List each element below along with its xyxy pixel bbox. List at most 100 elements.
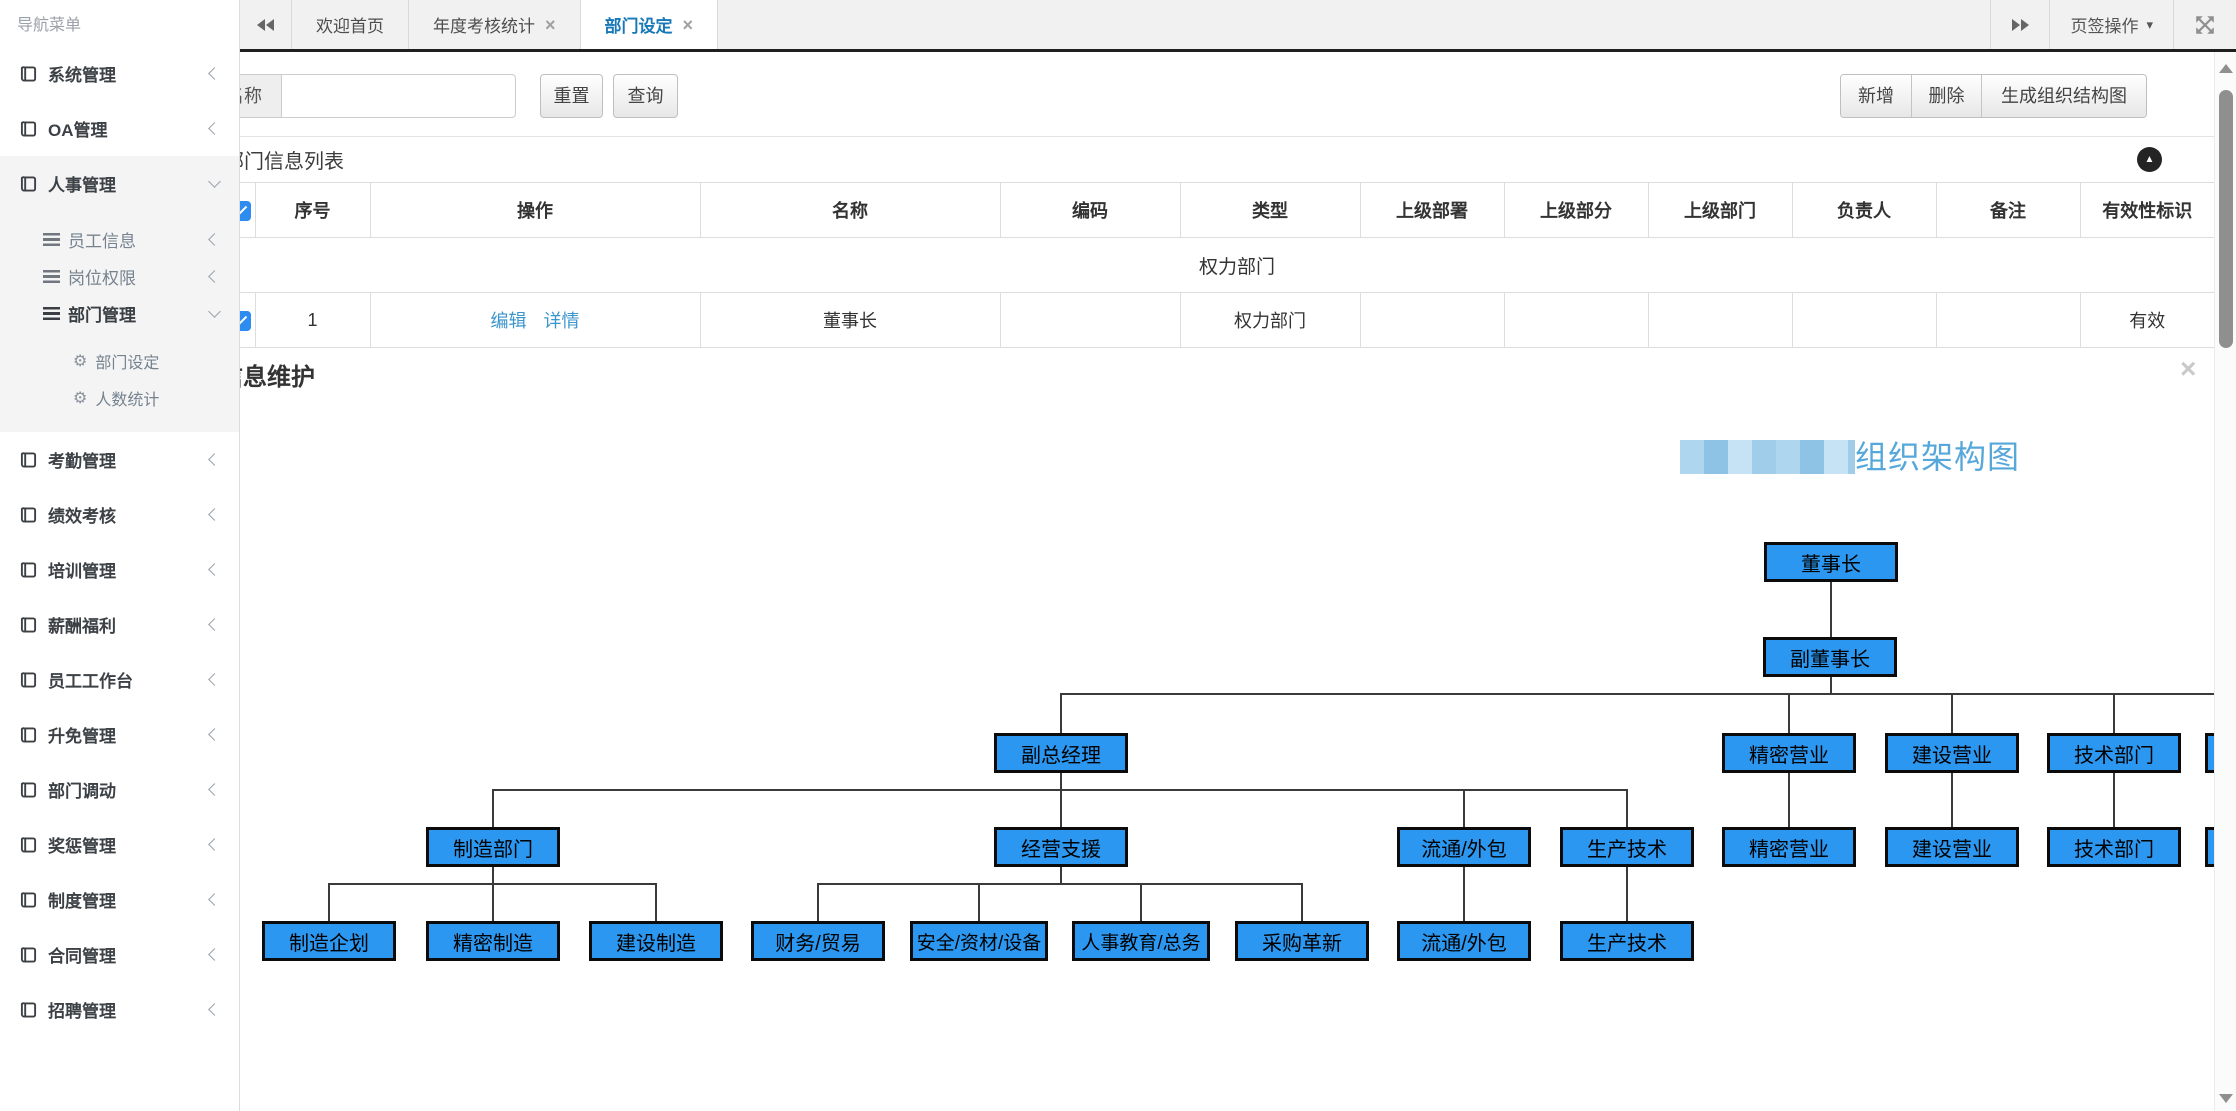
tabs-scroll-left-button[interactable] — [240, 0, 292, 49]
sidebar-item-label: 培训管理 — [48, 562, 116, 581]
delete-button[interactable]: 删除 — [1911, 75, 1981, 117]
scrollbar-down-arrow[interactable] — [2219, 1094, 2233, 1103]
generate-org-chart-button[interactable]: 生成组织结构图 — [1981, 75, 2146, 117]
org-node-hr-education-general: 人事教育/总务 — [1072, 921, 1210, 961]
org-connector — [1788, 773, 1790, 827]
column-header-name: 名称 — [699, 182, 1000, 238]
sidebar-item-label: 考勤管理 — [48, 452, 116, 471]
chevron-left-icon — [208, 233, 221, 246]
sidebar-item-label: 员工信息 — [68, 232, 136, 251]
sidebar-item-post-permission[interactable]: 岗位权限 — [0, 258, 239, 295]
gears-icon: ⚙ — [73, 389, 88, 407]
sidebar-item-employee-info[interactable]: 员工信息 — [0, 221, 239, 258]
collapse-panel-button[interactable]: ▲ — [2137, 147, 2162, 172]
org-node-production-tech-l4: 生产技术 — [1560, 827, 1694, 867]
sidebar-item-oa-mgmt[interactable]: OA管理 — [0, 101, 239, 156]
org-node-precision-sales-l4: 精密营业 — [1722, 827, 1856, 867]
sidebar-item-employee-workbench[interactable]: 员工工作台 — [0, 652, 239, 707]
org-connector — [1951, 693, 1953, 733]
detail-link[interactable]: 详情 — [543, 311, 580, 331]
main-content: 名称 重置 查询 新增 删除 生成组织结构图 部门信息列表 ▲ — [155, 52, 2214, 1111]
sidebar-item-label: 人数统计 — [95, 391, 160, 409]
tab-close-icon[interactable]: × — [682, 14, 694, 35]
org-node-business-support: 经营支援 — [994, 827, 1128, 867]
org-connector — [1788, 693, 1790, 733]
sidebar-item-dept-mgmt[interactable]: 部门管理 — [0, 295, 239, 332]
chevron-left-icon — [208, 728, 221, 741]
column-header-sup-dept1: 上级部署 — [1359, 182, 1504, 238]
org-connector — [1951, 773, 1953, 827]
cell-sup-dept2 — [1503, 292, 1648, 348]
org-node-chairman: 董事长 — [1764, 542, 1898, 582]
cell-type: 权力部门 — [1179, 292, 1360, 348]
tab-close-icon[interactable]: × — [545, 14, 556, 35]
table-group-row: 权力部门 — [155, 237, 2214, 293]
gears-icon: ⚙ — [73, 352, 88, 370]
edit-link[interactable]: 编辑 — [490, 311, 527, 331]
sidebar-item-recruitment-mgmt[interactable]: 招聘管理 — [0, 982, 239, 1037]
scrollbar-thumb[interactable] — [2219, 90, 2233, 348]
sidebar-item-policy-mgmt[interactable]: 制度管理 — [0, 872, 239, 927]
column-header-owner: 负责人 — [1791, 182, 1936, 238]
book-icon — [20, 946, 37, 964]
sidebar-item-system-mgmt[interactable]: 系统管理 — [0, 46, 239, 101]
sidebar-item-attendance-mgmt[interactable]: 考勤管理 — [0, 432, 239, 487]
chevron-down-icon — [208, 305, 221, 318]
book-icon — [20, 506, 37, 524]
sidebar-item-salary-welfare[interactable]: 薪酬福利 — [0, 597, 239, 652]
chevron-left-icon — [208, 563, 221, 576]
caret-down-icon: ▾ — [2146, 16, 2153, 32]
scrollbar-up-arrow[interactable] — [2219, 64, 2233, 73]
sidebar-item-headcount-stats[interactable]: ⚙ 人数统计 — [0, 379, 239, 416]
org-connector — [1060, 693, 2214, 695]
org-node-tech-dept-l3: 技术部门 — [2047, 733, 2181, 773]
org-connector — [1301, 883, 1303, 921]
vertical-scrollbar[interactable] — [2214, 52, 2236, 1111]
sidebar-item-contract-mgmt[interactable]: 合同管理 — [0, 927, 239, 982]
org-connector — [1140, 883, 1142, 921]
sidebar-item-hr-mgmt[interactable]: 人事管理 — [0, 156, 239, 211]
sidebar-item-label: 部门设定 — [95, 354, 160, 372]
org-node-procurement-innovation: 采购革新 — [1235, 921, 1369, 961]
org-node-manufacturing-dept: 制造部门 — [426, 827, 560, 867]
book-icon — [20, 1001, 37, 1019]
tabbar-right-controls: 页签操作 ▾ — [1990, 0, 2236, 49]
reset-button[interactable]: 重置 — [540, 74, 603, 118]
sidebar-item-performance-review[interactable]: 绩效考核 — [0, 487, 239, 542]
cell-sup-dept3 — [1647, 292, 1792, 348]
cell-code — [999, 292, 1180, 348]
sidebar-item-label: 系统管理 — [48, 66, 116, 85]
chevron-left-icon — [208, 948, 221, 961]
cell-remark — [1935, 292, 2080, 348]
tabs-scroll-right-button[interactable] — [1990, 0, 2049, 49]
sidebar-item-label: 部门调动 — [48, 782, 116, 801]
name-search-input[interactable] — [281, 74, 516, 118]
sidebar-item-dept-setting[interactable]: ⚙ 部门设定 — [0, 342, 239, 379]
fullscreen-button[interactable] — [2173, 0, 2236, 49]
add-button[interactable]: 新增 — [1841, 75, 1911, 117]
tab-department-setting[interactable]: 部门设定 × — [580, 0, 719, 49]
search-button[interactable]: 查询 — [613, 74, 678, 118]
org-node-cut-l3 — [2205, 733, 2214, 773]
sidebar-item-promotion-mgmt[interactable]: 升免管理 — [0, 707, 239, 762]
org-node-precision-manufacturing: 精密制造 — [426, 921, 560, 961]
sidebar-item-label: 奖惩管理 — [48, 837, 116, 856]
sidebar-item-reward-punishment[interactable]: 奖惩管理 — [0, 817, 239, 872]
org-connector — [1060, 693, 1062, 733]
tab-annual-review-stats[interactable]: 年度考核统计 × — [409, 0, 581, 49]
org-node-safety-materials-equipment: 安全/资材/设备 — [910, 921, 1048, 961]
detail-panel-header: 部门信息维护 × — [155, 347, 2214, 405]
book-icon — [20, 836, 37, 854]
close-icon[interactable]: × — [2180, 353, 2197, 384]
sidebar-item-dept-transfer[interactable]: 部门调动 — [0, 762, 239, 817]
cell-seq: 1 — [254, 292, 370, 348]
tab-welcome[interactable]: 欢迎首页 — [292, 0, 409, 49]
tab-operations-dropdown[interactable]: 页签操作 ▾ — [2049, 0, 2173, 49]
book-icon — [20, 781, 37, 799]
org-chart-title: 组织架构图 — [1855, 439, 2021, 475]
chevron-left-icon — [208, 453, 221, 466]
cell-sup-dept1 — [1359, 292, 1504, 348]
sidebar-item-training-mgmt[interactable]: 培训管理 — [0, 542, 239, 597]
chevron-left-icon — [208, 122, 221, 135]
double-left-arrow-icon — [265, 18, 274, 31]
